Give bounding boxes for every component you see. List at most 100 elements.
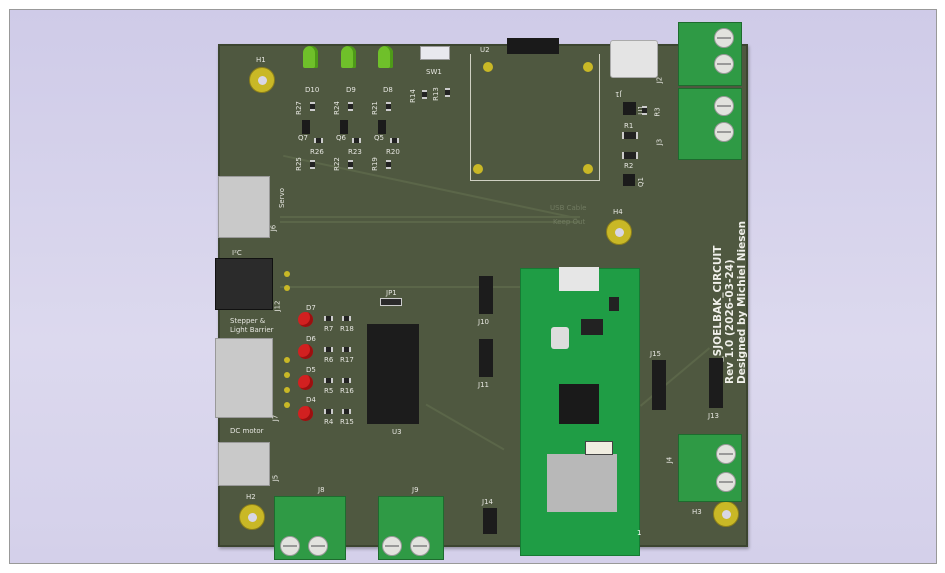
- label-j10: J10: [478, 318, 489, 326]
- label-r21: R21: [370, 101, 379, 115]
- pin-header-j11: [479, 339, 493, 377]
- debug-connector: [585, 441, 613, 455]
- label-q5: Q5: [374, 134, 384, 142]
- label-j5: J5: [271, 474, 280, 482]
- label-d9: D9: [346, 86, 356, 94]
- mounting-hole-h1: [249, 67, 275, 93]
- transistor-q7: [302, 120, 310, 134]
- label-j11: J11: [478, 381, 489, 389]
- label-r7: R7: [324, 325, 334, 333]
- label-r13: R13: [431, 87, 440, 101]
- pico-usb-port: [559, 267, 599, 291]
- wireless-module: [547, 454, 617, 512]
- label-d5: D5: [306, 366, 316, 374]
- header-socket: [507, 38, 559, 54]
- label-jp1: JP1: [386, 289, 397, 297]
- label-r1: R1: [624, 122, 634, 130]
- board-revision: Rev 1.0 (2026-03-24): [724, 259, 736, 384]
- label-h4: H4: [613, 208, 623, 216]
- label-pin1: 1: [637, 529, 642, 537]
- label-r6: R6: [324, 356, 334, 364]
- label-light-barrier: Light Barrier: [230, 326, 274, 334]
- label-d10: D10: [305, 86, 320, 94]
- label-r17: R17: [340, 356, 354, 364]
- label-j9: J9: [412, 486, 419, 494]
- jumper-jp1: [380, 298, 402, 306]
- led-d9: [341, 46, 356, 68]
- label-r2: R2: [624, 162, 634, 170]
- terminal-block-j3: [678, 88, 742, 160]
- board-title-block: PES_SJOELBAK_CIRCUIT Rev 1.0 (2026-03-24…: [712, 204, 748, 384]
- label-q1: Q1: [636, 177, 645, 187]
- led-d8: [378, 46, 393, 68]
- transistor-q6: [340, 120, 348, 134]
- dc-motor-connector-j5: [218, 442, 270, 486]
- label-j15: J15: [650, 350, 661, 358]
- keepout-label-2: Keep Out: [553, 218, 586, 226]
- transistor-q1: [623, 174, 635, 186]
- label-j4: J4: [665, 456, 674, 464]
- label-r4: R4: [324, 418, 334, 426]
- label-r22: R22: [332, 157, 341, 171]
- label-j14: J14: [482, 498, 493, 506]
- label-r15: R15: [340, 418, 354, 426]
- label-q7: Q7: [298, 134, 308, 142]
- ic-u1: [623, 102, 636, 115]
- label-d8: D8: [383, 86, 393, 94]
- label-servo: Servo: [278, 187, 287, 209]
- label-r5: R5: [324, 387, 334, 395]
- 3d-viewport[interactable]: H1 H2 H4 D10 D9 D8 R27 R24 R21 Q7 Q6 Q5 …: [9, 9, 937, 564]
- label-r3: R3: [653, 107, 662, 117]
- label-j1: J1: [615, 90, 622, 98]
- pin-header-j10: [479, 276, 493, 314]
- label-q6: Q6: [336, 134, 346, 142]
- led-d7: [298, 312, 313, 327]
- pin-header-j15: [652, 360, 666, 410]
- label-r25: R25: [294, 157, 303, 171]
- label-j12: J12: [273, 300, 282, 312]
- label-j13: J13: [708, 412, 719, 420]
- keepout-label: USB Cable: [550, 204, 587, 212]
- mounting-hole-h2: [239, 504, 265, 530]
- dip-ic-u3: [367, 324, 419, 424]
- label-j3: J3: [655, 138, 664, 146]
- slide-switch-sw1: [420, 46, 450, 60]
- label-r23: R23: [348, 148, 362, 156]
- rp2040-chip: [559, 384, 599, 424]
- label-u3: U3: [392, 428, 402, 436]
- pin-header-j14: [483, 508, 497, 534]
- label-h1: H1: [256, 56, 266, 64]
- label-r18: R18: [340, 325, 354, 333]
- pcb-board: H1 H2 H4 D10 D9 D8 R27 R24 R21 Q7 Q6 Q5 …: [215, 22, 748, 560]
- label-r27: R27: [294, 101, 303, 115]
- label-r16: R16: [340, 387, 354, 395]
- led-d10: [303, 46, 318, 68]
- servo-connector-j6: [218, 176, 270, 238]
- label-r19: R19: [370, 157, 379, 171]
- label-sw1: SW1: [426, 68, 442, 76]
- led-d4: [298, 406, 313, 421]
- mounting-hole-h3: [713, 501, 739, 527]
- label-r26: R26: [310, 148, 324, 156]
- label-stepper: Stepper &: [230, 317, 266, 325]
- label-h2: H2: [246, 493, 256, 501]
- usb-c-connector-j2: [610, 40, 658, 78]
- terminal-block-j4: [678, 434, 742, 502]
- bootsel-button[interactable]: [551, 327, 569, 349]
- raspberry-pi-pico-module: 1: [520, 267, 642, 556]
- stepper-connector-j7: [215, 338, 273, 418]
- led-d6: [298, 344, 313, 359]
- label-r14: R14: [408, 89, 417, 103]
- label-j8: J8: [318, 486, 325, 494]
- label-u2: U2: [480, 46, 490, 54]
- label-d6: D6: [306, 335, 316, 343]
- label-j6: J6: [269, 224, 278, 232]
- board-designer: Designed by Michiel Niesen: [736, 220, 748, 384]
- board-title: PES_SJOELBAK_CIRCUIT: [712, 245, 724, 384]
- terminal-block-j9: [378, 496, 444, 560]
- led-d5: [298, 375, 313, 390]
- label-i2c: I²C: [232, 249, 242, 257]
- label-d7: D7: [306, 304, 316, 312]
- i2c-connector-j12: [215, 258, 273, 310]
- transistor-q5: [378, 120, 386, 134]
